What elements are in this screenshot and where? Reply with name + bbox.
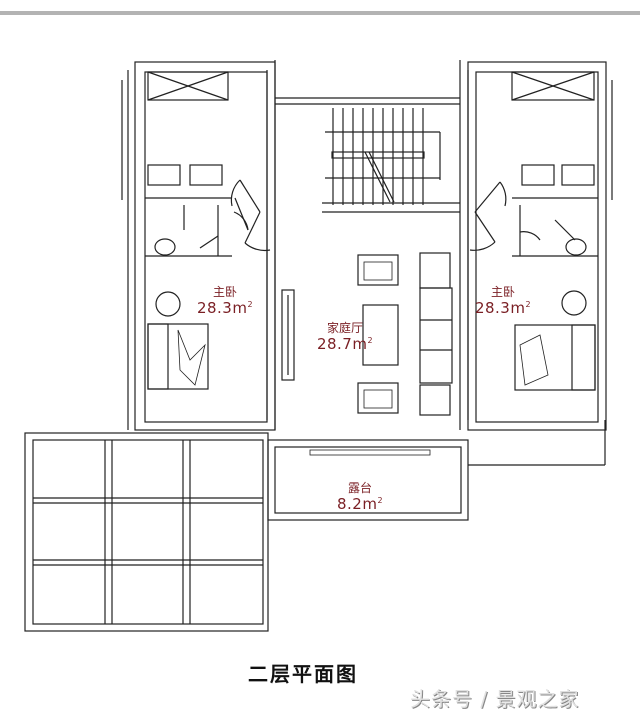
left-bathroom bbox=[145, 164, 249, 257]
right-bed bbox=[514, 290, 596, 391]
left-bed bbox=[147, 291, 209, 390]
left-window bbox=[281, 289, 295, 381]
room-label-master-bedroom-right: 主卧 28.3m2 bbox=[468, 285, 538, 317]
room-area: 28.3m2 bbox=[474, 298, 532, 317]
room-name: 家庭厅 bbox=[326, 321, 363, 335]
living-furniture bbox=[357, 252, 453, 416]
room-name: 主卧 bbox=[212, 285, 237, 299]
center-walls bbox=[275, 60, 469, 430]
room-area: 28.3m2 bbox=[196, 298, 254, 317]
pergola-grid bbox=[24, 432, 269, 632]
room-name: 露台 bbox=[347, 481, 372, 495]
room-label-master-bedroom-left: 主卧 28.3m2 bbox=[190, 285, 260, 317]
top-divider-bar bbox=[0, 11, 640, 15]
watermark: 头条号 / 景观之家 bbox=[410, 687, 580, 711]
terrace-walls bbox=[267, 420, 606, 521]
right-wing-walls bbox=[467, 61, 613, 431]
left-door bbox=[230, 179, 271, 252]
room-name: 主卧 bbox=[490, 285, 515, 299]
room-area: 8.2m2 bbox=[336, 494, 384, 513]
plan-title: 二层平面图 bbox=[248, 662, 358, 686]
room-area: 28.7m2 bbox=[316, 334, 374, 353]
center-right-door bbox=[469, 181, 507, 251]
room-label-terrace: 露台 8.2m2 bbox=[330, 481, 390, 513]
staircase bbox=[322, 108, 460, 213]
left-wing-walls bbox=[121, 60, 276, 431]
right-bathroom bbox=[512, 164, 598, 257]
room-label-family-hall: 家庭厅 28.7m2 bbox=[310, 321, 380, 353]
